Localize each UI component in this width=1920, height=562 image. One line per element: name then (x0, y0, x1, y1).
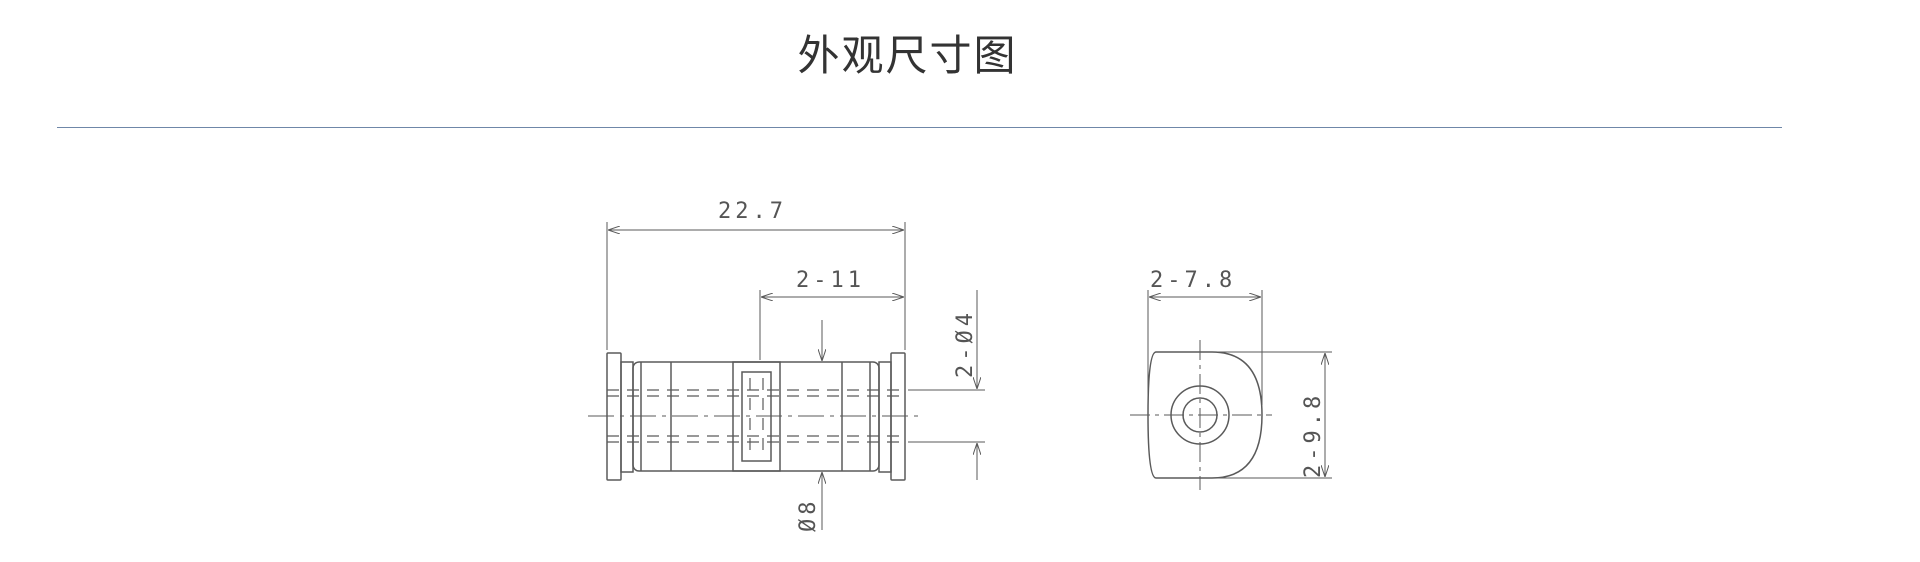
right-collet (878, 361, 892, 473)
tube-bore-dimension (908, 290, 985, 480)
end-height-label: 2-9.8 (1301, 392, 1326, 478)
title-divider (57, 127, 1782, 128)
body-diameter-label: Ø8 (796, 498, 821, 533)
end-height-dimension (1212, 351, 1332, 479)
left-collet (620, 361, 634, 473)
overall-length-label: 22.7 (718, 199, 787, 224)
end-width-label: 2-7.8 (1150, 268, 1236, 293)
page-title: 外观尺寸图 (797, 31, 1018, 80)
insert-depth-label: 2-11 (796, 268, 865, 293)
end-view-centerlines (1130, 340, 1272, 490)
overall-length-dimension (606, 222, 906, 350)
insert-depth-dimension (759, 290, 904, 360)
tube-bore-label: 2-Ø4 (953, 309, 978, 378)
side-view-hidden-lines (607, 378, 905, 455)
end-width-dimension (1147, 290, 1263, 405)
